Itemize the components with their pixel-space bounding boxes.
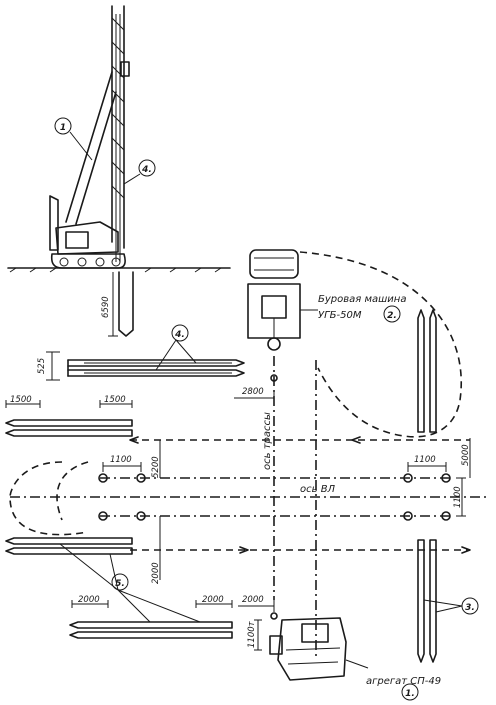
callout-4-label: 4.	[141, 165, 152, 175]
travel-paths	[9, 251, 471, 554]
piles-right: 3.	[417, 309, 479, 663]
piles-bottom: 2000 2000 5.	[59, 543, 233, 639]
dim-2000-unit: 2000	[242, 595, 264, 605]
callout-4-top: 4.	[123, 159, 156, 185]
drill-machine-plan: Буровая машина УГБ-50М 2.	[247, 249, 406, 351]
dim-1100-right: 1100	[414, 455, 436, 465]
dim-2000-vertical: 2000	[151, 562, 161, 584]
line-axis: ось ВЛ	[10, 360, 486, 660]
callout-1b-label: 1.	[405, 689, 415, 699]
callout-1-top: 1	[54, 117, 93, 161]
drill-machine-label: Буровая машина	[318, 294, 406, 305]
callout-4b-label: 4.	[174, 330, 185, 340]
unit-label: агрегат СП-49	[366, 676, 441, 687]
callout-2-label: 2.	[387, 311, 397, 321]
dim-2000-right: 2000	[202, 595, 224, 605]
pile-positions: 1100 1100 1100 5200 5000 2000	[98, 438, 471, 584]
dim-1500-left: 1500	[10, 395, 32, 405]
callout-1-label: 1	[60, 123, 66, 133]
rig-side-view	[7, 5, 231, 337]
drill-model-label: УГБ-50М	[318, 310, 362, 321]
dim-1100t: 1100т	[247, 620, 257, 648]
dim-1100-vertical: 1100	[453, 486, 463, 508]
dim-525: 525	[37, 358, 47, 374]
piles-item-4: 525 4.	[37, 324, 245, 381]
dim-2000-left: 2000	[78, 595, 100, 605]
dim-1500-right: 1500	[104, 395, 126, 405]
unit-sp49: 2000 1100т агрегат СП-49 1.	[238, 595, 441, 701]
dim-5000: 5000	[461, 444, 471, 466]
axis-horizontal-label: ось ВЛ	[300, 484, 336, 495]
dim-2800: 2800	[242, 387, 264, 397]
callout-5-label: 5.	[115, 579, 125, 589]
dim-6590: 6590	[101, 296, 111, 318]
axis-vertical-label: ось трассы	[262, 412, 273, 470]
callout-3-label: 3.	[465, 603, 475, 613]
piles-left: 1500 1500	[5, 395, 133, 555]
dim-1100-left: 1100	[110, 455, 132, 465]
dim-5200: 5200	[151, 456, 161, 478]
